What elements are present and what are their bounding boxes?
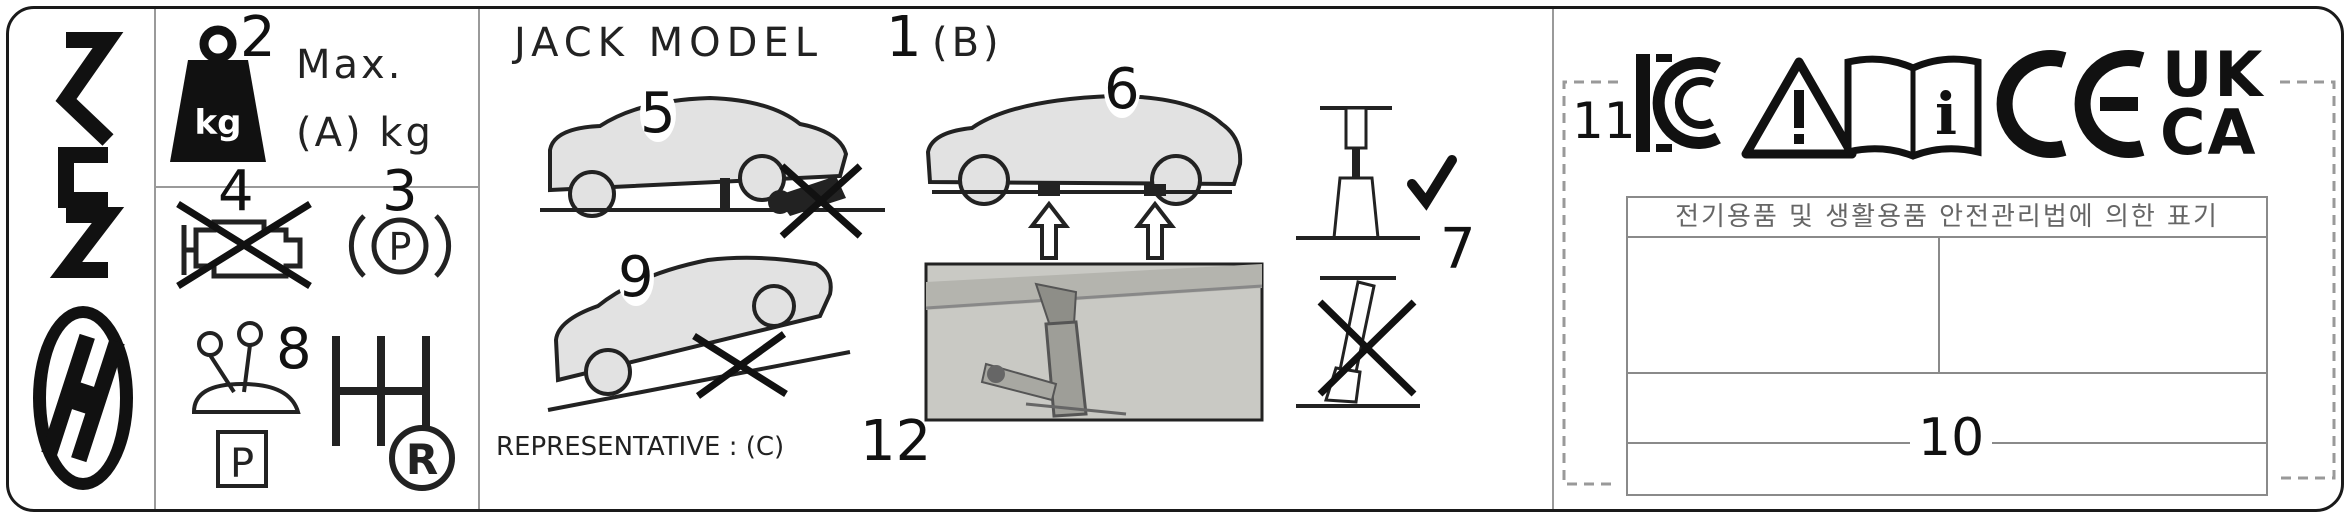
dashed-bracket-left (1562, 80, 1618, 486)
hyundai-logo (33, 306, 133, 490)
weight-icon: kg (170, 25, 266, 162)
representative-text: REPRESENTATIVE : (C) (496, 432, 785, 462)
ce-mark-icon (1996, 50, 2145, 158)
callout-9: 9 (618, 245, 654, 310)
callout-12: 12 (860, 409, 932, 474)
jack-model-value: (B) (932, 20, 1003, 66)
callout-10: 10 (1910, 412, 1993, 464)
compliance-cell-divider (1938, 236, 1940, 372)
photo-jack-under-vehicle (924, 262, 1264, 422)
callout-2: 2 (240, 5, 276, 70)
callout-4: 4 (218, 159, 254, 224)
manual-info-icon: i (1844, 55, 1982, 160)
compliance-header: 전기용품 및 생활용품 안전관리법에 의한 표기 (1628, 198, 2266, 238)
illustration-wrong-jack-position (540, 95, 885, 239)
divider-left-panel (478, 9, 480, 509)
jack-model-label: JACK MODEL (514, 20, 823, 66)
shift-park-letter: P (230, 441, 254, 487)
engine-off-icon (176, 201, 312, 289)
jack-upright-ok-icon (1296, 106, 1457, 240)
kia-logo (49, 32, 125, 278)
max-label: Max. (296, 42, 404, 88)
callout-5: 5 (640, 81, 676, 146)
callout-6: 6 (1104, 57, 1140, 122)
illustration-jack-points (925, 93, 1243, 260)
jack-label-outline (6, 6, 2344, 512)
divider-weight (156, 186, 478, 188)
shift-lever-park-icon: P (191, 321, 301, 488)
callout-11: 11 (1572, 92, 1636, 150)
callout-3: 3 (382, 159, 418, 224)
parking-brake-letter: P (389, 225, 412, 269)
divider-brand (154, 9, 156, 509)
callout-7: 7 (1440, 217, 1476, 282)
divider-right-panel (1552, 9, 1554, 509)
dashed-bracket-right (2280, 80, 2336, 480)
reverse-letter: R (406, 435, 438, 484)
compliance-row-divider (1628, 372, 2266, 374)
jack-tilted-not-ok-icon (1296, 276, 1420, 408)
warning-triangle-icon (1741, 57, 1857, 159)
parking-brake-icon: P (348, 214, 452, 278)
weight-unit-text: kg (195, 103, 242, 143)
illustration-slope-warning (547, 255, 851, 412)
callout-1: 1 (886, 5, 922, 70)
ukca-mark-bottom: CA (2160, 96, 2258, 169)
korean-law-text: 전기용품 및 생활용품 안전관리법에 의한 표기 (1675, 202, 2219, 232)
max-value: (A) kg (296, 110, 434, 156)
kc-mark-icon (1636, 54, 1721, 152)
callout-8: 8 (276, 317, 312, 382)
manual-gear-reverse-icon: R (332, 336, 455, 491)
manual-info-letter: i (1935, 80, 1957, 148)
ukca-mark-top: UK (2162, 38, 2265, 111)
